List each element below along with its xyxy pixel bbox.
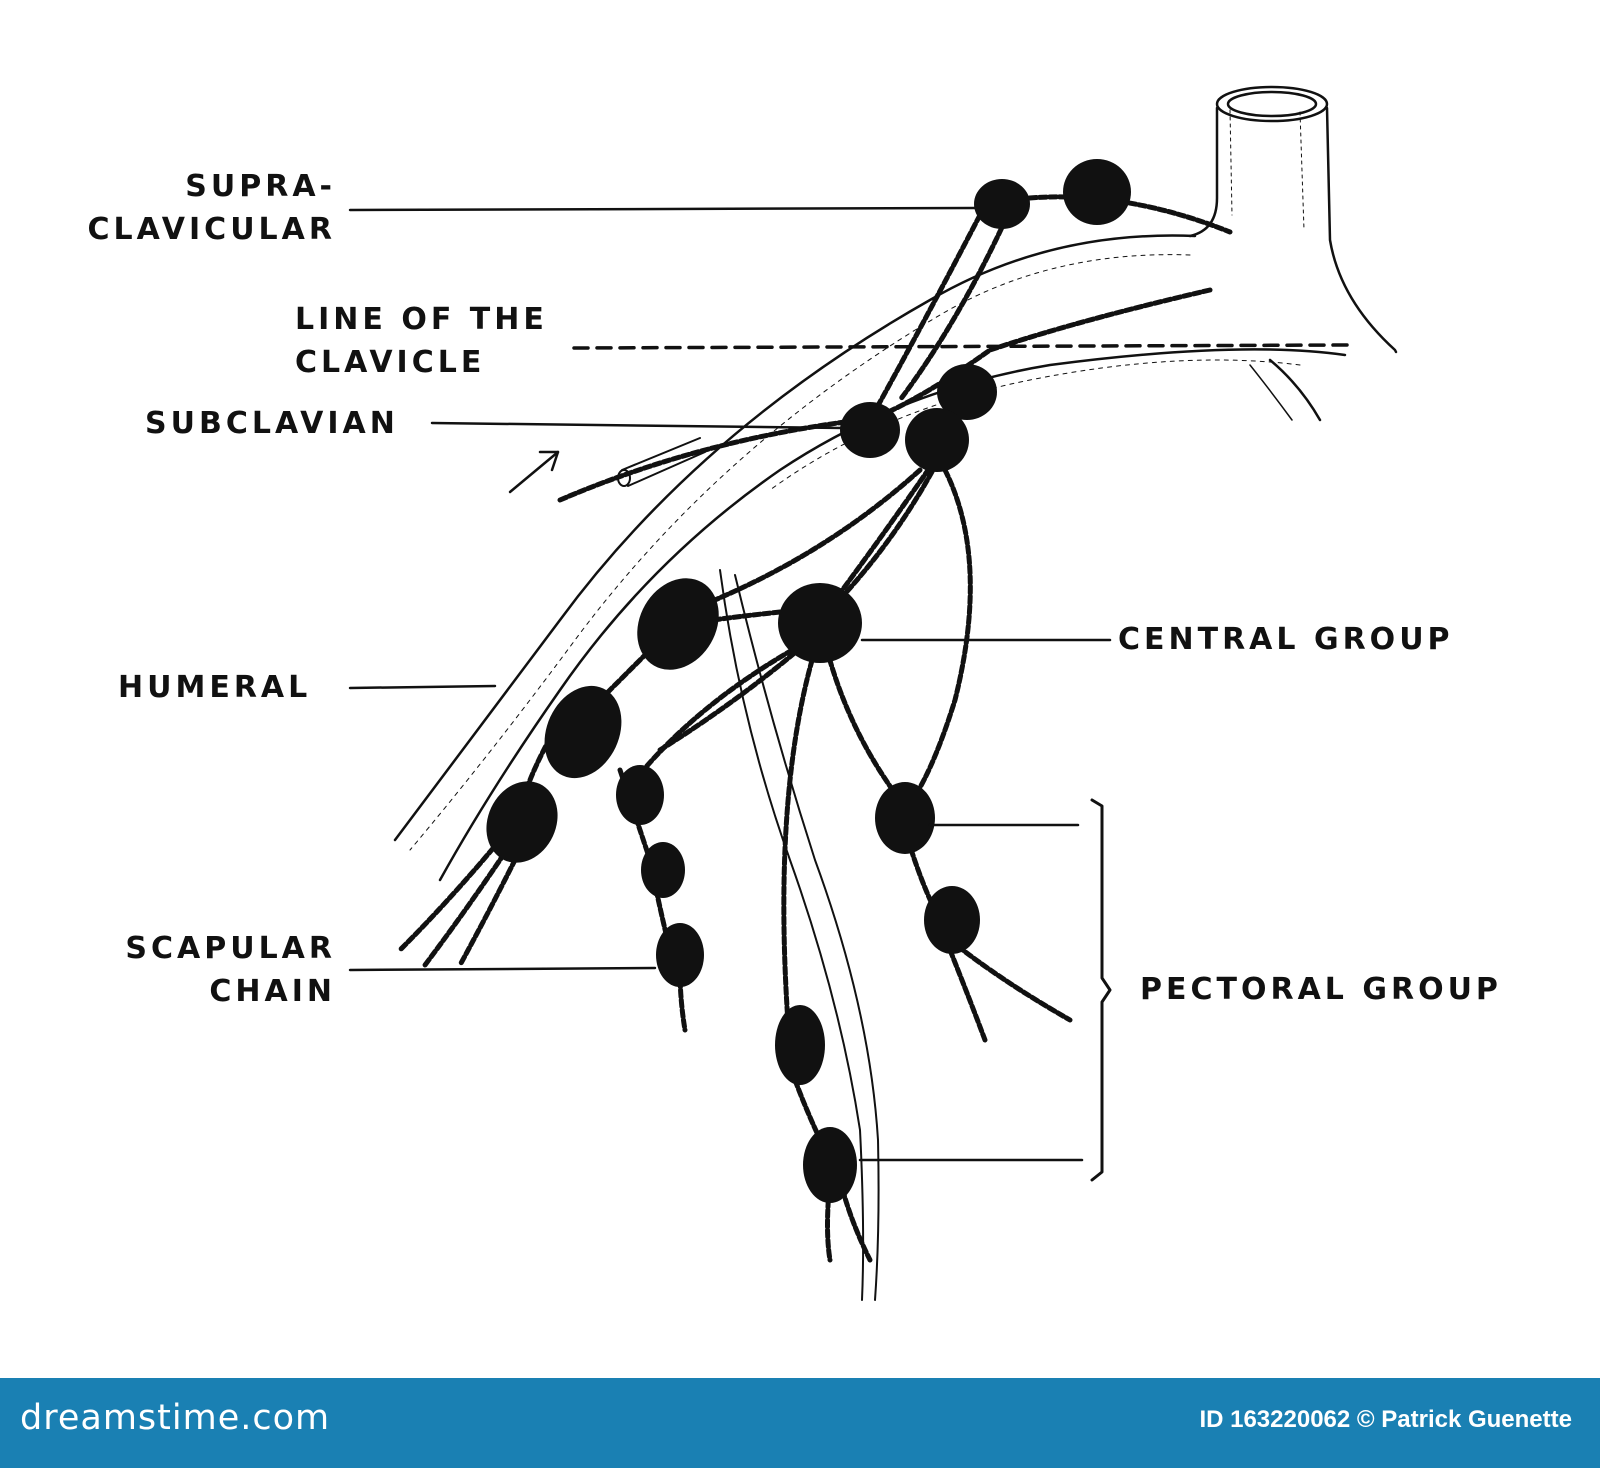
subclavian-node: [937, 364, 997, 420]
label-line-of-clavicle: LINE OF THE CLAVICLE: [295, 298, 548, 384]
label-pectoral-group: PECTORAL GROUP: [1140, 972, 1502, 1007]
thoracic-vessel: [719, 569, 880, 1301]
subclavian-node: [905, 408, 969, 472]
scapular-node: [486, 781, 558, 863]
leader-scapular: [348, 966, 657, 972]
subclavian-vessel: [393, 234, 1347, 882]
leader-subclavian: [430, 421, 844, 430]
label-central-group: CENTRAL GROUP: [1118, 622, 1454, 657]
label-supraclavicular-line1: SUPRA-: [185, 169, 336, 204]
label-scapular-chain-line1: SCAPULAR: [125, 931, 336, 966]
leader-supraclavicular: [348, 206, 977, 212]
jugular-vein: [1188, 85, 1398, 354]
supraclavicular-node: [974, 179, 1030, 229]
pectoral-node: [875, 782, 935, 854]
pectoral-node: [924, 886, 980, 954]
leader-lines: [348, 206, 1112, 1162]
lymph-nodes: [486, 159, 1131, 1203]
clavicle-line: [572, 343, 1350, 350]
scapular-node: [656, 923, 704, 987]
dreamstime-logo: dreamstime.com: [20, 1398, 331, 1438]
humeral-node: [637, 578, 719, 670]
image-credit: ID 163220062 © Patrick Guenette: [1199, 1406, 1572, 1433]
pectoral-bracket: [1090, 798, 1112, 1182]
label-line-of-clavicle-line2: CLAVICLE: [295, 345, 486, 380]
label-scapular-chain: SCAPULAR CHAIN: [40, 927, 336, 1013]
central-node: [778, 583, 862, 663]
label-line-of-clavicle-line1: LINE OF THE: [295, 302, 548, 337]
label-humeral: HUMERAL: [118, 670, 312, 705]
label-supraclavicular: SUPRA- CLAVICULAR: [40, 165, 336, 251]
leader-humeral: [348, 684, 497, 690]
humeral-node: [544, 685, 622, 779]
vessel-stub: [617, 437, 706, 487]
pectoral-node: [775, 1005, 825, 1085]
scapular-node: [641, 842, 685, 898]
watermark-footer-bar: dreamstime.com ID 163220062 © Patrick Gu…: [0, 1378, 1600, 1468]
subclavian-node: [840, 402, 900, 458]
arrow-icon: [508, 450, 560, 494]
scapular-node: [616, 765, 664, 825]
supraclavicular-node: [1063, 159, 1131, 225]
label-subclavian: SUBCLAVIAN: [145, 406, 399, 441]
label-scapular-chain-line2: CHAIN: [209, 974, 336, 1009]
lymph-node-diagram: [348, 85, 1398, 1301]
pectoral-node: [803, 1127, 857, 1203]
label-supraclavicular-line2: CLAVICULAR: [87, 212, 336, 247]
